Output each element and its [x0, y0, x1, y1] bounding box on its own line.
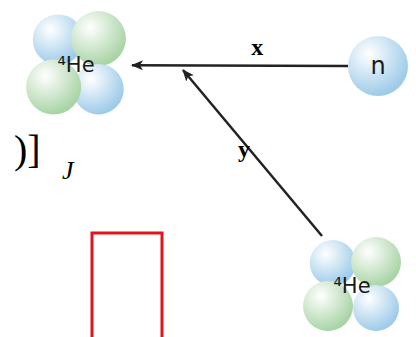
vector-arrow — [132, 64, 348, 67]
vector-label: y — [238, 136, 250, 163]
neutron-node: n — [348, 36, 408, 96]
node-label: n — [370, 52, 385, 80]
nucleus-node: ⁴He — [20, 10, 132, 120]
vector-label: x — [251, 34, 263, 61]
node-label: ⁴He — [333, 274, 370, 298]
node-label: ⁴He — [57, 53, 94, 77]
vector-arrow — [183, 70, 322, 236]
sphere — [348, 36, 408, 96]
highlight-box — [92, 233, 162, 337]
formula-subscript: J — [62, 156, 74, 186]
nucleus-node: ⁴He — [292, 236, 412, 336]
formula-fragment: )] — [14, 126, 41, 173]
